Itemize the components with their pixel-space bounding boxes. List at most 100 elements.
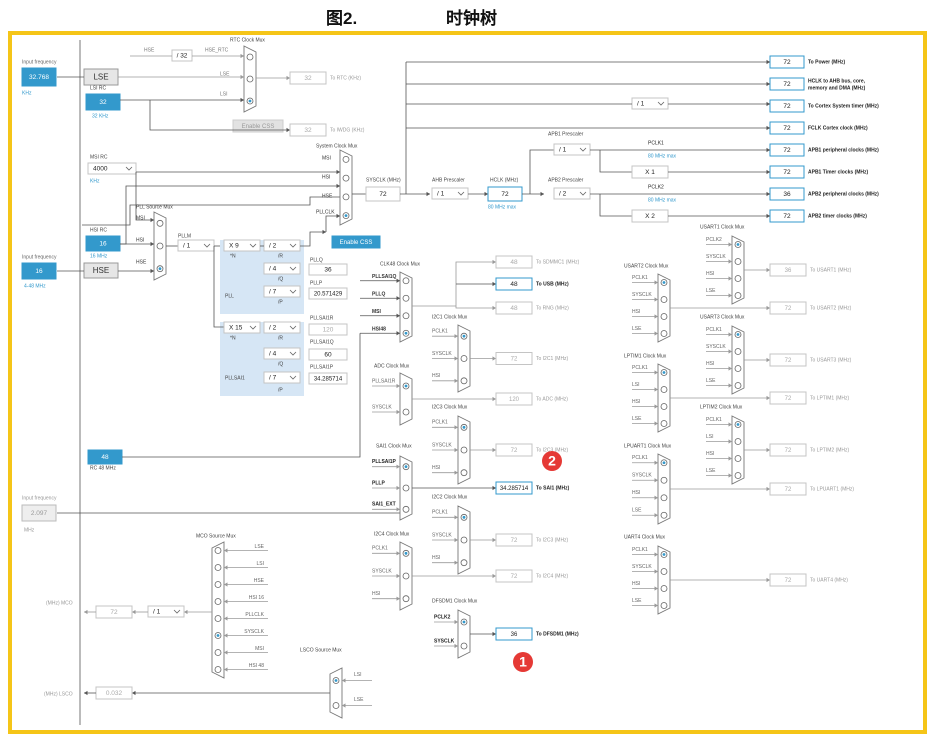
mux-radio-button[interactable] <box>460 355 468 362</box>
mux-radio-button[interactable] <box>214 581 222 588</box>
arrowhead <box>766 395 770 401</box>
arrowhead <box>766 59 770 65</box>
pll-p-label: /P <box>278 299 283 305</box>
mux-radio-button[interactable] <box>156 219 164 227</box>
mux-radio-button[interactable] <box>214 598 222 605</box>
apb1-prescaler-dropdown[interactable] <box>553 143 591 156</box>
mux-radio-button[interactable] <box>214 666 222 673</box>
pllm-dropdown[interactable] <box>177 239 215 252</box>
pll-n-dropdown[interactable] <box>223 239 261 252</box>
apb2-prescaler-dropdown[interactable] <box>553 187 591 200</box>
arrowhead <box>654 297 658 302</box>
mux-radio-button[interactable] <box>402 408 410 416</box>
mux-radio-button[interactable] <box>402 277 410 285</box>
mux-radio-button[interactable] <box>332 702 340 709</box>
mux-radio-button[interactable] <box>660 585 668 592</box>
mux-radio-button[interactable] <box>660 476 668 484</box>
mux-radio-button[interactable] <box>246 75 254 83</box>
mux-radio-button[interactable] <box>734 258 742 265</box>
mux-radio-button[interactable] <box>402 294 410 302</box>
wire <box>120 185 340 245</box>
pclk2-label: PCLK2 <box>648 184 664 190</box>
mux-radio-button[interactable] <box>660 511 668 519</box>
pllsai1-r-dropdown[interactable] <box>263 321 301 334</box>
mux-radio-button[interactable] <box>660 386 668 393</box>
mux-radio-button[interactable] <box>734 472 742 479</box>
lse-input-label: Input frequency <box>22 59 57 65</box>
pllsai1-n-label: *N <box>230 335 236 341</box>
mco-divider-dropdown[interactable] <box>147 605 185 618</box>
mux-radio-button[interactable] <box>660 330 668 337</box>
wire <box>599 194 632 217</box>
dfsdm-mux <box>457 609 471 659</box>
output-label-0: To Power (MHz) <box>808 59 845 65</box>
msi-range-dropdown[interactable] <box>87 162 137 175</box>
arrowhead <box>426 191 430 197</box>
usart1-output-value-text: 36 <box>785 268 792 274</box>
mux-radio-button[interactable] <box>214 615 222 622</box>
mux-radio-button[interactable] <box>734 438 742 445</box>
mux-radio-button[interactable] <box>660 420 668 427</box>
mux-radio-button[interactable] <box>402 572 410 580</box>
mux-radio-button[interactable] <box>402 484 410 492</box>
mux-radio-button[interactable] <box>402 505 410 513</box>
arrowhead <box>184 609 188 615</box>
arrowhead <box>322 229 326 235</box>
mux-radio-button[interactable] <box>734 365 742 372</box>
mux-radio-button[interactable] <box>460 469 468 477</box>
mux-radio-button[interactable] <box>660 602 668 609</box>
pllsai1-q-dropdown[interactable] <box>263 347 301 360</box>
mux-radio-button[interactable] <box>214 564 222 571</box>
pll-q-dropdown[interactable] <box>263 262 301 275</box>
mux-radio-button[interactable] <box>660 296 668 303</box>
mux-radio-button[interactable] <box>734 292 742 299</box>
cortex-divider-dropdown[interactable] <box>631 97 669 110</box>
mux-radio-button[interactable] <box>342 174 350 182</box>
mux-radio-button[interactable] <box>734 382 742 389</box>
arrowhead <box>224 565 228 570</box>
pll-p-dropdown[interactable] <box>263 285 301 298</box>
mux-radio-button[interactable] <box>460 446 468 454</box>
mux-radio-button[interactable] <box>460 536 468 544</box>
mux-radio-button[interactable] <box>460 377 468 385</box>
uart4-mux-title: UART4 Clock Mux <box>624 534 666 540</box>
pllsai1q-label: PLLSAI1Q <box>310 339 334 345</box>
lpuart1-input-label: SYSCLK <box>632 473 652 479</box>
mux-radio-button[interactable] <box>460 559 468 567</box>
hse-frequency-input[interactable] <box>21 262 57 280</box>
mux-radio-button[interactable] <box>342 193 350 201</box>
lse-frequency-input[interactable] <box>21 67 57 87</box>
mux-radio-button[interactable] <box>660 403 668 410</box>
rtc-enable-css-button[interactable] <box>232 119 284 133</box>
mux-radio-button[interactable] <box>660 568 668 575</box>
msi-unit: KHz <box>90 178 100 184</box>
mux-radio-button[interactable] <box>342 155 350 163</box>
mux-radio-button[interactable] <box>214 649 222 656</box>
mux-radio-button[interactable] <box>460 642 468 650</box>
mux-radio-button[interactable] <box>660 494 668 502</box>
output-label-5: APB1 Timer clocks (MHz) <box>808 169 869 175</box>
enable-css-button[interactable] <box>331 235 381 249</box>
mux-radio-button[interactable] <box>734 455 742 462</box>
chevron-down-icon <box>289 243 297 248</box>
mux-radio-button[interactable] <box>246 53 254 61</box>
arrowhead <box>728 366 732 371</box>
i2c1-output-value-text: 72 <box>511 357 518 363</box>
mux-radio-button[interactable] <box>156 242 164 250</box>
ahb-prescaler-dropdown[interactable] <box>431 187 469 200</box>
mux-radio-button[interactable] <box>402 312 410 320</box>
mux-radio-button[interactable] <box>734 348 742 355</box>
pllsai1-n-dropdown[interactable] <box>223 321 261 334</box>
arrowhead <box>224 548 228 553</box>
pllsai1-p-dropdown[interactable] <box>263 371 301 384</box>
uart4-mux <box>657 545 671 615</box>
hse-name: HSE <box>93 266 109 275</box>
mux-radio-button[interactable] <box>660 313 668 320</box>
mux-radio-button[interactable] <box>214 547 222 554</box>
clk48-input-label: PLLSAI1Q <box>372 274 397 280</box>
ext-frequency-input[interactable] <box>21 504 57 522</box>
pll-r-dropdown[interactable] <box>263 239 301 252</box>
mux-radio-button[interactable] <box>734 275 742 282</box>
mux-radio-button[interactable] <box>402 595 410 603</box>
apb1-prescaler-dropdown-value: / 1 <box>559 147 567 154</box>
